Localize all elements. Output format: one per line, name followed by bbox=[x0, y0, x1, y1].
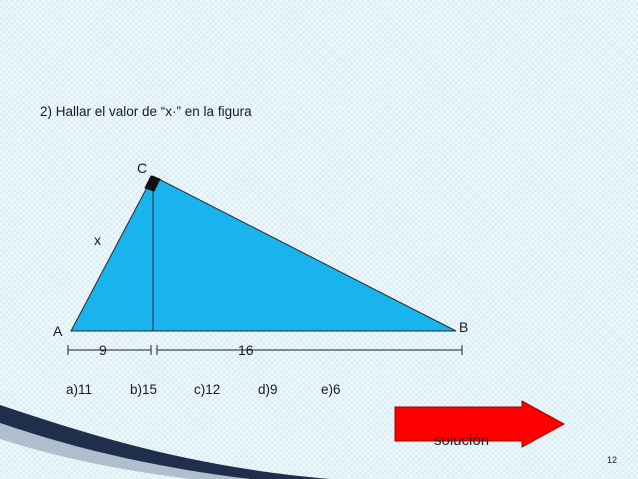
decorative-swoosh bbox=[0, 405, 330, 479]
vertex-label-a: A bbox=[53, 323, 63, 339]
option-c: c)12 bbox=[194, 382, 221, 397]
side-label-x: x bbox=[94, 232, 101, 248]
right-angle-marker bbox=[144, 175, 161, 192]
solution-arrow-button[interactable] bbox=[394, 400, 566, 456]
option-a: a)11 bbox=[66, 382, 93, 397]
segment-label-16: 16 bbox=[238, 342, 254, 358]
option-e: e)6 bbox=[321, 382, 341, 397]
option-b: b)15 bbox=[130, 382, 158, 397]
page-number: 12 bbox=[607, 455, 618, 465]
vertex-label-c: C bbox=[137, 160, 148, 176]
solution-label[interactable]: solución bbox=[434, 432, 490, 449]
triangle-abc bbox=[70, 175, 457, 332]
vertex-label-b: B bbox=[459, 319, 469, 335]
option-d: d)9 bbox=[258, 382, 278, 397]
question-text: 2) Hallar el valor de “x·” en la figura bbox=[40, 104, 252, 119]
segment-label-9: 9 bbox=[99, 342, 107, 358]
